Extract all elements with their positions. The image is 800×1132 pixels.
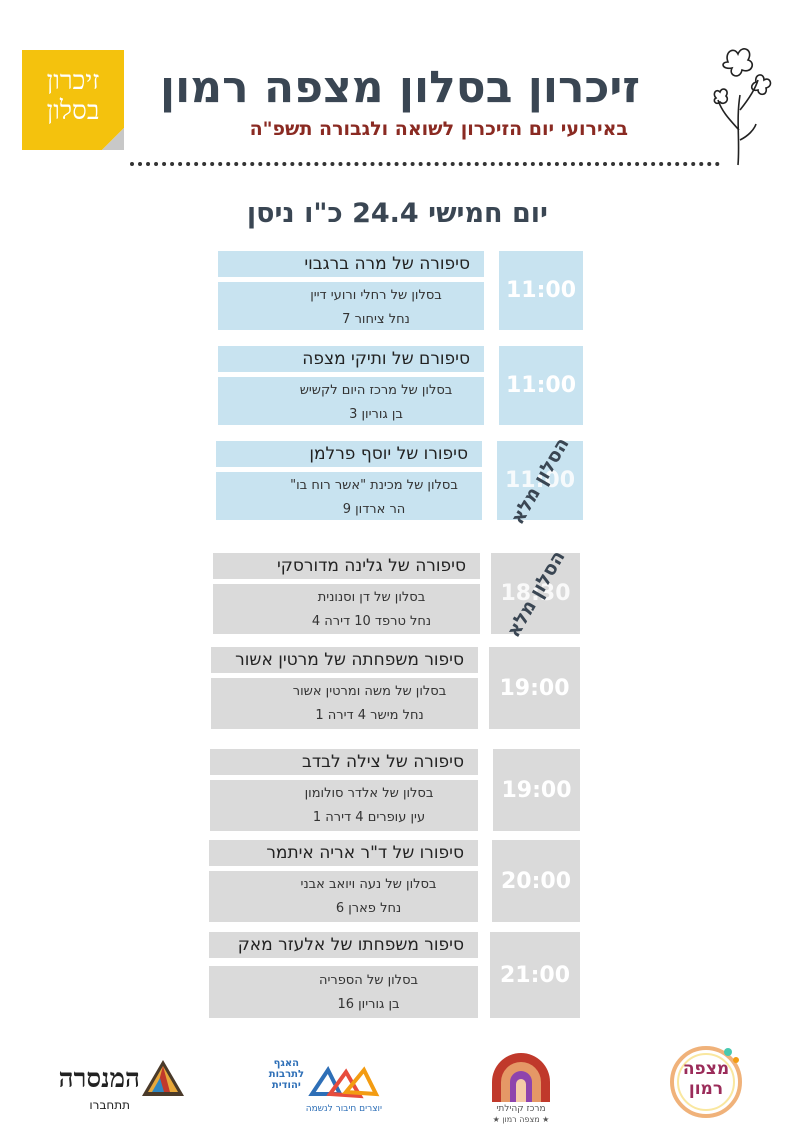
event-title: סיפורו של ד"ר אריה איתמר <box>209 840 478 866</box>
agaf-knot-icon <box>308 1066 380 1099</box>
event-host: בסלון של נעה ויואב אבני <box>300 877 437 892</box>
mitzpe-ramon-logo: מצפה רמון <box>666 1040 746 1120</box>
event-host: בסלון של אלדר סולומון <box>304 786 434 801</box>
logo-line-2: בסלון <box>46 96 100 126</box>
event-details: בסלון של נעה ויואב אבני נחל פארן 6 <box>209 871 478 922</box>
agaf-tarbut-logo: האגף לתרבות יהודית יוצרים חיבור לנשמה <box>262 1058 382 1120</box>
logo-line-1: זיכרון <box>46 66 100 96</box>
event-host: בסלון של מכינת "אשר רוח בו" <box>290 478 458 493</box>
zikaron-basalon-logo: זיכרון בסלון <box>22 50 124 150</box>
event-time: 18:30 הסלון מלא <box>491 546 580 641</box>
event-time-text: 19:00 <box>499 675 570 701</box>
event-title: סיפורה של גלינה מדורסקי <box>213 553 480 579</box>
event-host: בסלון של רחלי ורועי דיין <box>310 288 442 303</box>
event-time-text: 18:30 <box>500 581 571 606</box>
flower-illustration-icon <box>713 48 772 166</box>
event-address: נחל טרפד 10 דירה 4 <box>311 614 432 629</box>
event-details: בסלון של דן וסנונית נחל טרפד 10 דירה 4 <box>213 584 480 634</box>
event-host: בסלון של משה ומרטין אשור <box>292 684 447 699</box>
agaf-tagline: יוצרים חיבור לנשמה <box>305 1104 382 1114</box>
event-time-text: 11:00 <box>505 278 577 303</box>
merkaz-line-1: מרכז קהילתי <box>496 1104 546 1114</box>
event-address: עין עופרים 4 דירה 1 <box>312 810 426 825</box>
agaf-line-1: האגף <box>273 1058 300 1069</box>
event-time: 20:00 <box>492 840 580 922</box>
event-host: בסלון של דן וסנונית <box>317 590 426 605</box>
event-time: 19:00 <box>493 749 580 831</box>
event-details: בסלון של מכינת "אשר רוח בו" הר ארדון 9 <box>216 472 482 520</box>
event-address: בן גוריון 3 <box>349 407 403 422</box>
event-details: בסלון של משה ומרטין אשור נחל מישר 4 דירה… <box>211 678 478 729</box>
mitzpe-ramon-circle-icon <box>670 1046 742 1118</box>
event-time-text: 21:00 <box>499 962 571 988</box>
event-details: בסלון של מרכז היום לקשיש בן גוריון 3 <box>218 377 484 425</box>
event-time: 11:00 <box>499 346 583 425</box>
merkaz-kehilati-logo: מרכז קהילתי ★ מצפה רמון ★ <box>484 1050 558 1126</box>
event-title: סיפורה של צילה לבדב <box>210 749 478 775</box>
hamanasara-logo: המנסרה תתחברו <box>52 1058 192 1118</box>
event-details: בסלון של אלדר סולומון עין עופרים 4 דירה … <box>210 780 478 831</box>
event-title: סיפור משפחתו של אלעזר מאק <box>209 932 478 958</box>
merkaz-line-2: ★ מצפה רמון ★ <box>492 1115 550 1124</box>
event-title: סיפורה של מרה ברגבוי <box>218 251 484 277</box>
hamanasara-name: המנסרה <box>58 1064 140 1094</box>
rainbow-arch-icon <box>492 1053 550 1102</box>
event-host: בסלון של הספריה <box>318 973 419 988</box>
event-time-text: 20:00 <box>500 868 572 894</box>
event-details: בסלון של רחלי ורועי דיין נחל ציחור 7 <box>218 282 484 330</box>
page-subtitle: באירועי יום הזיכרון לשואה ולגבורה תשפ"ה <box>249 118 628 140</box>
event-address: הר ארדון 9 <box>342 502 406 517</box>
event-address: בן גוריון 16 <box>337 997 400 1012</box>
day-heading: יום חמישי 24.4 כ"ו ניסן <box>246 198 548 229</box>
hamanasara-sub: תתחברו <box>89 1098 130 1112</box>
event-address: נחל מישר 4 דירה 1 <box>315 708 424 723</box>
event-title: סיפור משפחתה של מרטין אשור <box>211 647 478 673</box>
event-time-text: 11:00 <box>505 373 577 398</box>
page-title: זיכרון בסלון מצפה רמון <box>160 62 640 113</box>
event-time: 21:00 <box>490 932 580 1018</box>
mitzpe-line-1: מצפה <box>682 1059 730 1079</box>
event-time: 11:00 <box>499 251 583 330</box>
event-time: 11:00 הסלון מלא <box>497 433 583 528</box>
event-title: סיפורו של יוסף פרלמן <box>216 441 482 467</box>
event-address: נחל פארן 6 <box>335 901 402 916</box>
event-address: נחל ציחור 7 <box>342 312 410 327</box>
event-time-text: 11:00 <box>504 468 576 493</box>
agaf-line-2: לתרבות <box>268 1069 304 1080</box>
event-host: בסלון של מרכז היום לקשיש <box>299 383 453 398</box>
event-time-text: 19:00 <box>501 777 572 803</box>
triangle-logo-icon <box>142 1060 184 1096</box>
mitzpe-line-2: רמון <box>688 1079 724 1099</box>
event-title: סיפורם של ותיקי מצפה <box>218 346 484 372</box>
event-time: 19:00 <box>489 647 580 729</box>
dotted-divider <box>130 162 720 166</box>
agaf-line-3: יהודית <box>271 1080 301 1091</box>
event-details: בסלון של הספריה בן גוריון 16 <box>209 966 478 1018</box>
